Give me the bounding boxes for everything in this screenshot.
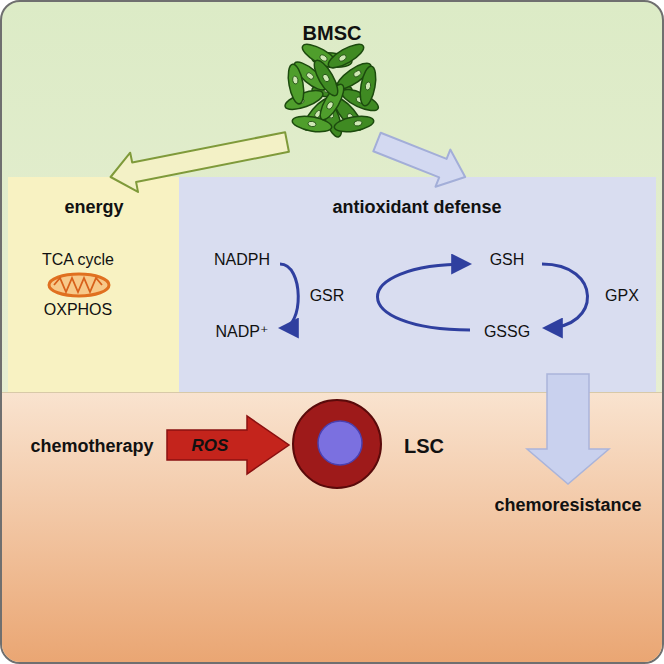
node-label: OXPHOS (44, 301, 112, 319)
block-arrow (111, 132, 289, 192)
node-label: energy (64, 197, 123, 218)
node-label: ROS (192, 436, 229, 456)
node-label: antioxidant defense (332, 197, 501, 218)
node-label: BMSC (303, 22, 362, 45)
mitochondrion (49, 274, 109, 296)
node-label: GPX (605, 287, 639, 305)
block-arrow (373, 133, 465, 187)
node-label: LSC (404, 435, 444, 458)
ros-arrow (167, 416, 289, 474)
lsc-nucleus (318, 421, 362, 465)
node-label: GSH (490, 251, 525, 269)
node-label: chemotherapy (30, 436, 153, 457)
cycle-arrows (280, 264, 588, 330)
node-label: chemoresistance (494, 495, 641, 516)
node-label: GSSG (484, 323, 530, 341)
node-label: NADP⁺ (216, 323, 269, 341)
node-label: GSR (310, 287, 345, 305)
node-label: TCA cycle (42, 251, 114, 269)
resistance-arrow (527, 374, 609, 484)
node-label: NADPH (214, 251, 270, 269)
cell-cluster (283, 40, 381, 139)
